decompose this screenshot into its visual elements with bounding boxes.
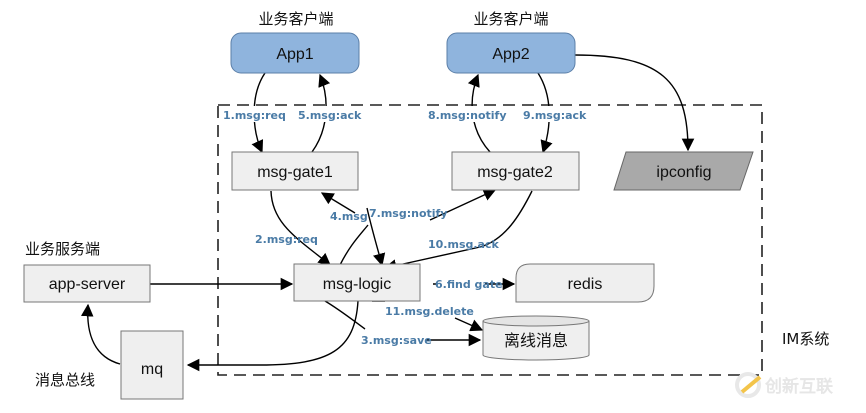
edge-logic-to-gate1 [320,192,356,214]
edge-label-8: 8.msg:notify [428,109,507,122]
edge-label-7: 7.msg:notify [369,207,448,220]
node-logic-label: msg-logic [323,276,391,293]
edge-label-2: 2.msg:req [255,233,318,246]
edge-label-3: 3.msg:save [361,334,432,347]
edge-label-11: 11.msg.delete [385,305,474,318]
node-gate2[interactable]: msg-gate2 [451,151,580,191]
edge-label-10: 10.msg.ack [428,238,499,251]
watermark-text: 创新互联 [764,376,833,397]
edge-gate1-to-logic [270,190,331,266]
node-ipconfig-label: ipconfig [656,164,711,181]
node-app-server[interactable]: app-server [23,264,151,303]
node-offline-label: 离线消息 [504,331,568,350]
server-title: 业务服务端 [25,240,100,258]
node-gate1-label: msg-gate1 [257,164,333,181]
edge-app2-to-ipconfig [574,54,695,152]
node-gate2-label: msg-gate2 [477,164,553,181]
edge-label-5: 5.msg:ack [298,109,362,122]
node-mq-label: mq [141,361,163,378]
bus-title: 消息总线 [35,371,95,389]
im-system-title: IM系统 [782,330,829,348]
node-app1[interactable]: App1 [230,32,360,74]
node-app1-label: App1 [276,46,313,63]
node-ipconfig[interactable]: ipconfig [613,151,754,191]
edge-label-6: 6.find gate [435,278,503,291]
node-app2-label: App2 [492,46,529,63]
edge-label-9: 9.msg:ack [523,109,587,122]
node-gate1[interactable]: msg-gate1 [231,151,359,191]
edge-gate2-to-logic [383,190,533,272]
node-app2[interactable]: App2 [446,32,576,74]
client-left-title: 业务客户端 [258,10,333,28]
edge-gate1-to-logic-4 [366,207,386,267]
node-mq[interactable]: mq [120,330,184,400]
edge-mq-to-server [80,303,121,365]
client-right-title: 业务客户端 [473,10,548,28]
node-redis-label: redis [568,276,603,293]
im-system-boundary [217,104,763,376]
edge-logic-to-mq [186,300,359,372]
watermark: 创新互联 [735,372,833,398]
edge-label-1: 1.msg:req [223,109,286,122]
node-app-server-label: app-server [49,276,126,293]
node-redis[interactable]: redis [515,263,655,303]
node-offline[interactable]: 离线消息 [482,315,590,361]
edge-label-4: 4.msg [330,210,368,223]
node-logic[interactable]: msg-logic [293,263,421,302]
watermark-logo-icon [735,372,761,398]
edge-logic-to-gate2 [339,190,495,266]
